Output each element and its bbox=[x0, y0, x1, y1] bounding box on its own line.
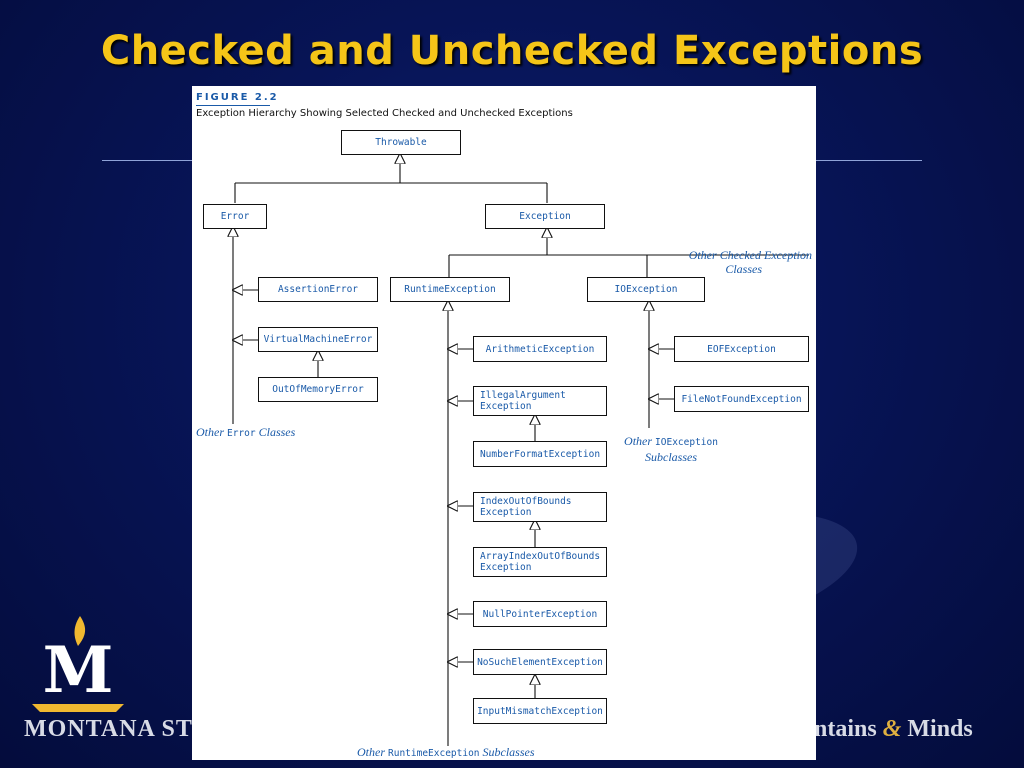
hierarchy-connectors bbox=[192, 86, 809, 746]
node-eof-exception: EOFException bbox=[674, 336, 809, 362]
figure-caption: Exception Hierarchy Showing Selected Che… bbox=[196, 108, 573, 119]
logo-flame bbox=[74, 616, 86, 646]
node-number-format-exception: NumberFormatException bbox=[473, 441, 607, 467]
node-illegal-argument-exception: IllegalArgument Exception bbox=[473, 386, 607, 416]
note-other-checked-line2: Classes bbox=[725, 262, 762, 276]
note-other-io-mono: IOException bbox=[655, 437, 718, 448]
node-no-such-element-exception: NoSuchElementException bbox=[473, 649, 607, 675]
node-assertion-error: AssertionError bbox=[258, 277, 378, 302]
exception-hierarchy-figure: FIGURE 2.2 Exception Hierarchy Showing S… bbox=[192, 86, 816, 760]
note-other-checked-line1: Other Checked Exception bbox=[688, 248, 812, 262]
footer-university-name: MONTANA ST bbox=[24, 716, 193, 742]
slide-title: Checked and Unchecked Exceptions bbox=[100, 28, 924, 74]
logo-graphic: M bbox=[32, 616, 124, 712]
figure-label-underline bbox=[196, 105, 270, 106]
node-file-not-found-exception: FileNotFoundException bbox=[674, 386, 809, 412]
note-other-io-subclasses: Other IOException Subclasses bbox=[616, 434, 726, 464]
logo-base bbox=[32, 704, 124, 712]
node-throwable: Throwable bbox=[341, 130, 461, 155]
note-other-io-pre: Other bbox=[624, 434, 653, 448]
node-input-mismatch-exception: InputMismatchException bbox=[473, 698, 607, 724]
node-runtime-exception: RuntimeException bbox=[390, 277, 510, 302]
logo-letter: M bbox=[43, 633, 114, 708]
footer-tagline-amp: & bbox=[882, 716, 902, 742]
node-null-pointer-exception: NullPointerException bbox=[473, 601, 607, 627]
node-array-index-out-of-bounds-exception: ArrayIndexOutOfBounds Exception bbox=[473, 547, 607, 577]
note-other-error-pre: Other bbox=[196, 425, 224, 439]
note-other-runtime-post: Subclasses bbox=[482, 745, 535, 759]
node-index-out-of-bounds-exception: IndexOutOfBounds Exception bbox=[473, 492, 607, 522]
footer-tagline: ntains & Minds bbox=[814, 716, 973, 743]
node-io-exception: IOException bbox=[587, 277, 705, 302]
note-other-error-post: Classes bbox=[258, 425, 296, 439]
node-exception: Exception bbox=[485, 204, 605, 229]
university-logo: M bbox=[28, 612, 128, 712]
note-other-runtime-subclasses: Other RuntimeException Subclasses bbox=[357, 745, 535, 761]
node-virtual-machine-error: VirtualMachineError bbox=[258, 327, 378, 352]
note-other-runtime-mono: RuntimeException bbox=[388, 748, 480, 759]
note-other-runtime-pre: Other bbox=[357, 745, 385, 759]
note-other-error-mono: Error bbox=[227, 428, 256, 439]
footer-tagline-part1: ntains bbox=[814, 716, 877, 742]
node-error: Error bbox=[203, 204, 267, 229]
node-out-of-memory-error: OutOfMemoryError bbox=[258, 377, 378, 402]
note-other-checked-exceptions: Other Checked Exception Classes bbox=[672, 248, 812, 276]
note-other-io-post: Subclasses bbox=[645, 450, 697, 464]
footer-tagline-part2: Minds bbox=[907, 716, 973, 742]
note-other-error-classes: Other Error Classes bbox=[196, 425, 295, 441]
node-arithmetic-exception: ArithmeticException bbox=[473, 336, 607, 362]
figure-label: FIGURE 2.2 bbox=[196, 92, 279, 103]
